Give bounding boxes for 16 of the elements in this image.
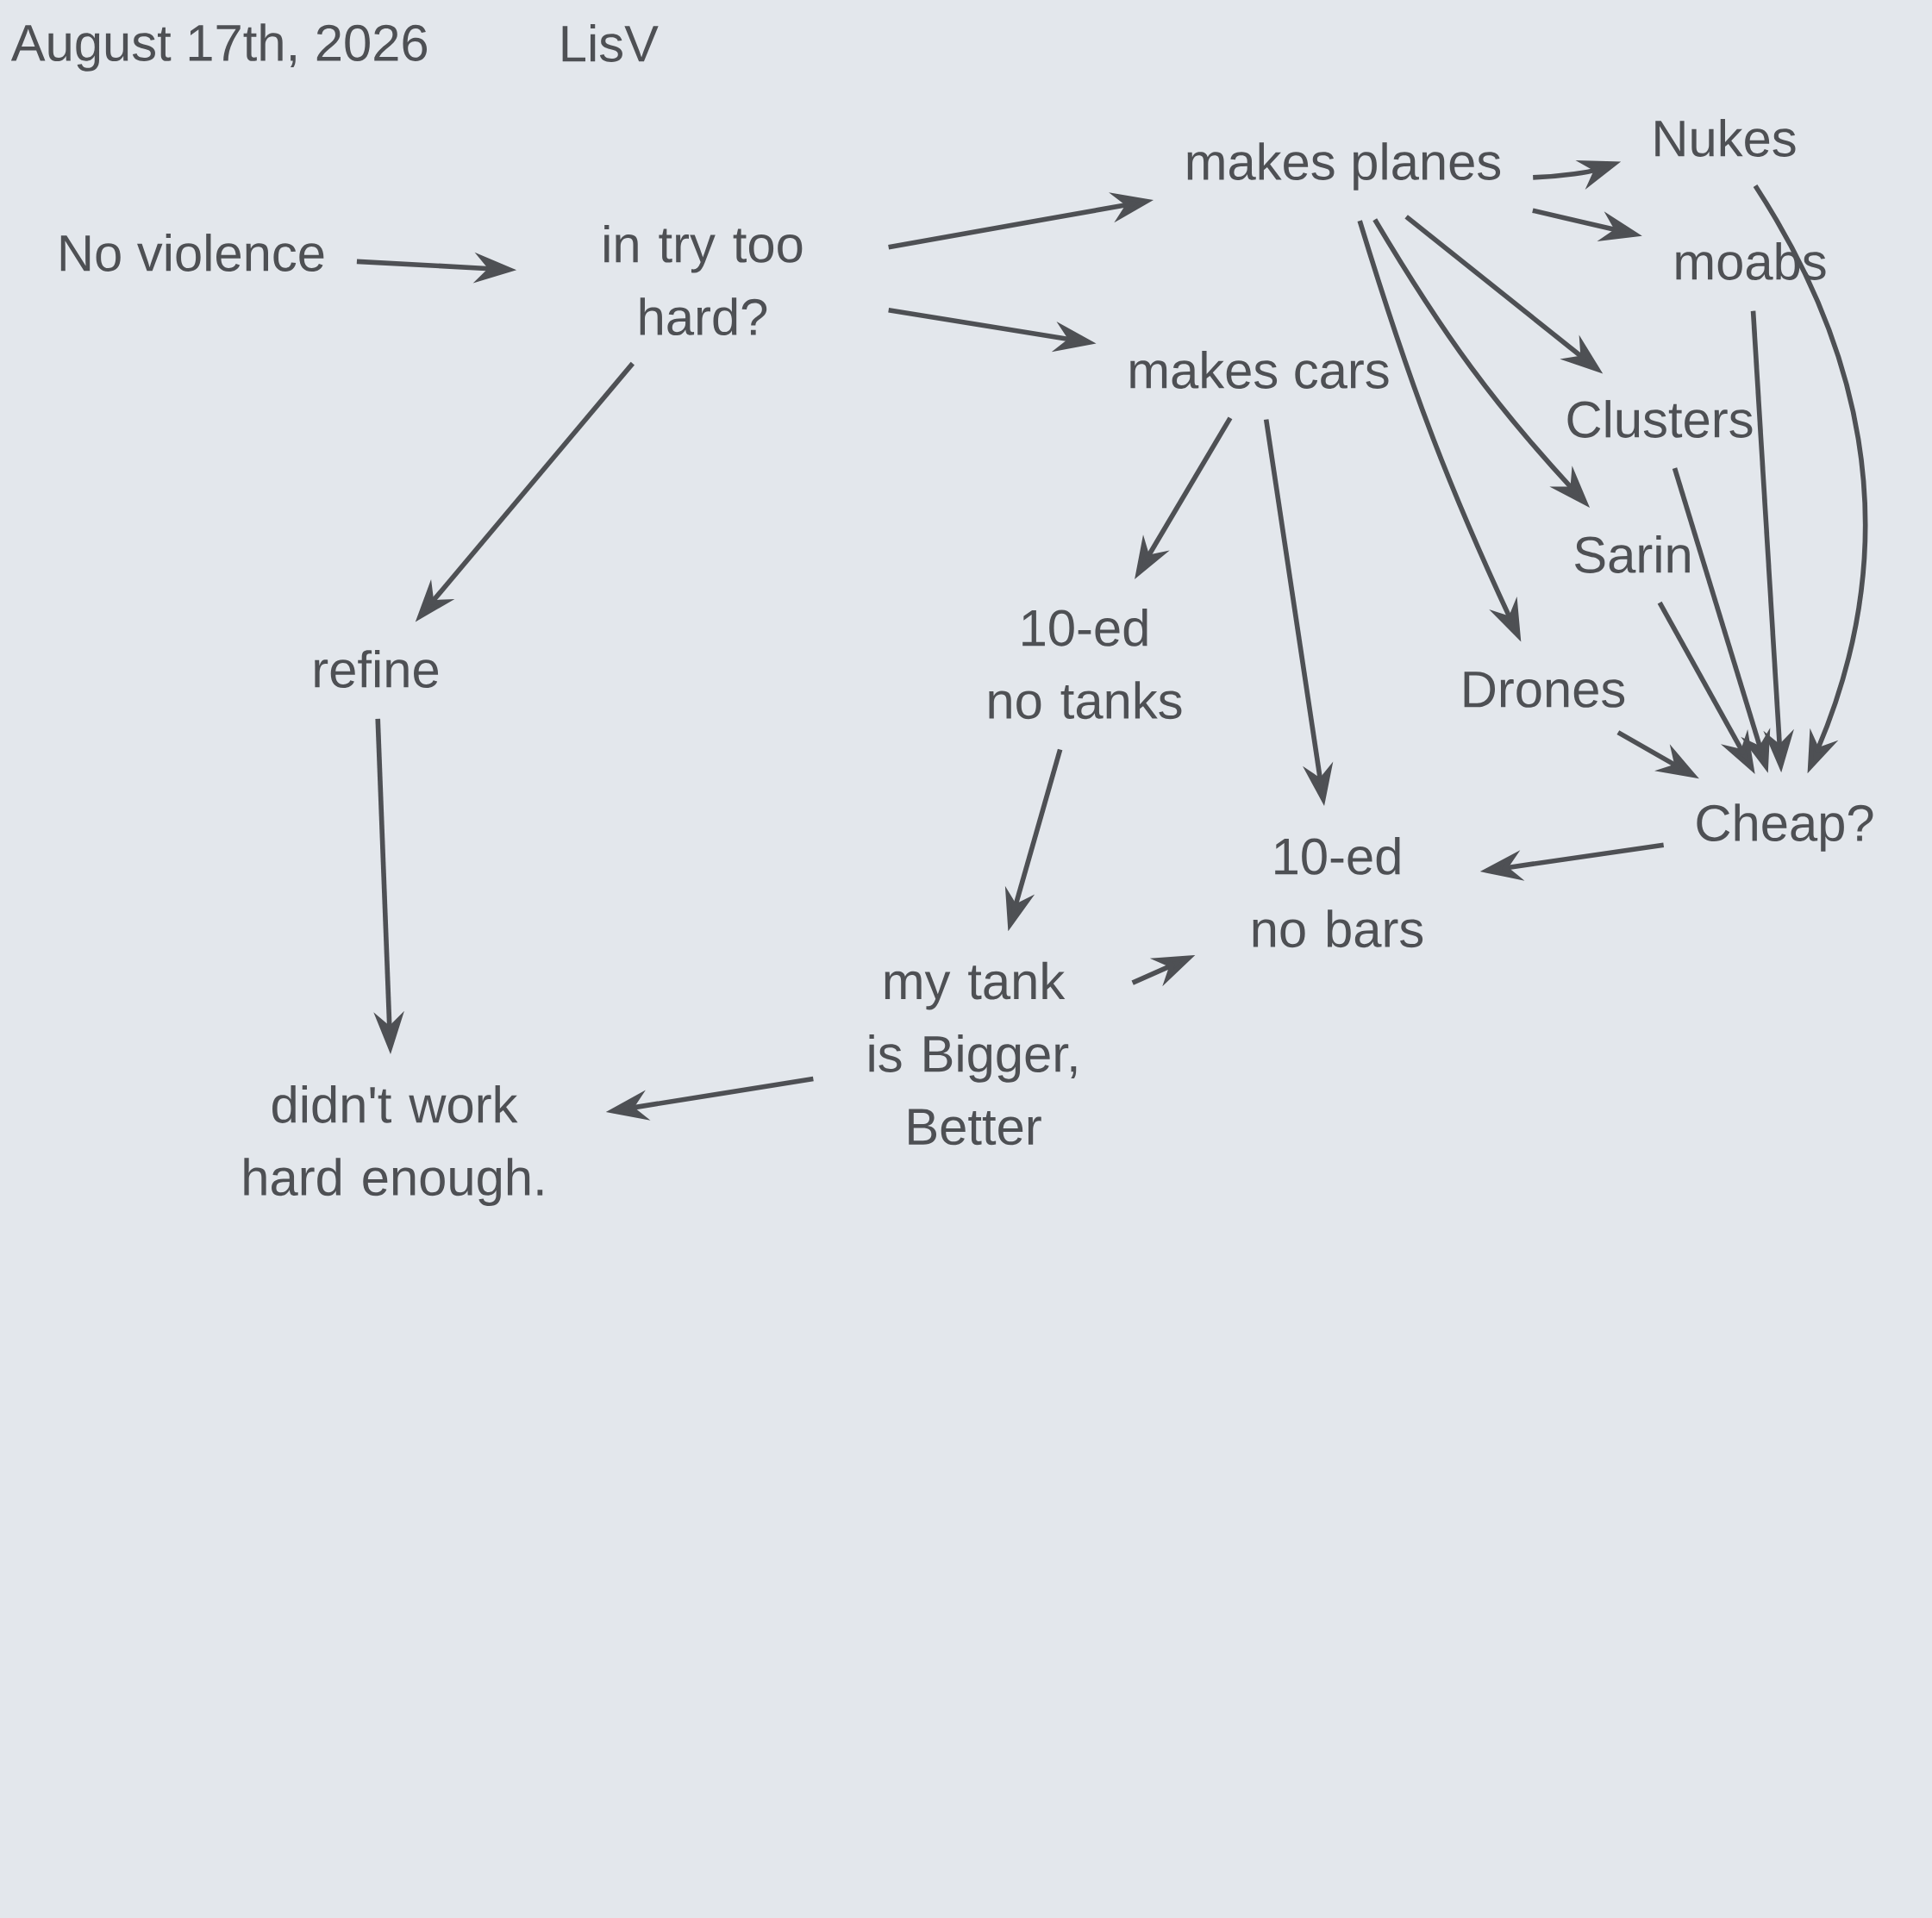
note-text: 10-ed no bars (1253, 836, 1423, 948)
note-text: No violence (60, 234, 324, 272)
note-text: 10-ed no tanks (989, 608, 1182, 720)
note-text: didn't work hard enough. (244, 1085, 543, 1207)
note-text: in try too hard? (604, 224, 803, 336)
note-text: Sarin (1575, 535, 1690, 573)
note-text: Drones (1464, 672, 1625, 708)
note-text: Nukes (1655, 119, 1796, 157)
note-text: Clusters (1567, 400, 1753, 438)
note-text: refine (315, 650, 439, 688)
header-note: LisV (562, 24, 659, 62)
note-text: Cheap? (1697, 803, 1873, 852)
note-text: my tank is Bigger, Better (869, 961, 1077, 1146)
note-text: makes cars (1130, 351, 1389, 389)
header-note: August 17th, 2026 (10, 23, 427, 72)
note-text: makes planes (1187, 142, 1501, 191)
